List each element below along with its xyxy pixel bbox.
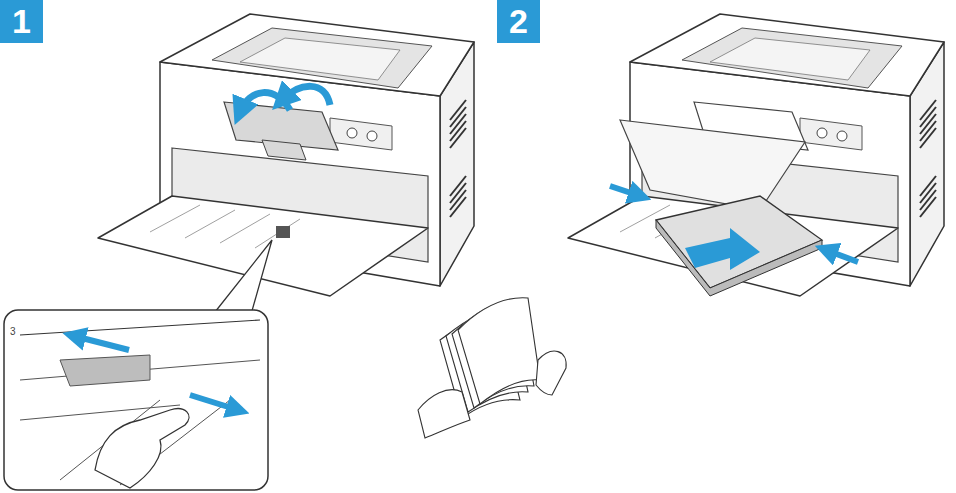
step-label: 1 — [12, 2, 31, 41]
step-number: 2 — [497, 0, 540, 43]
step-number: 1 — [0, 0, 43, 43]
scale-mark: 3 — [10, 326, 16, 337]
step-label: 2 — [509, 2, 528, 41]
